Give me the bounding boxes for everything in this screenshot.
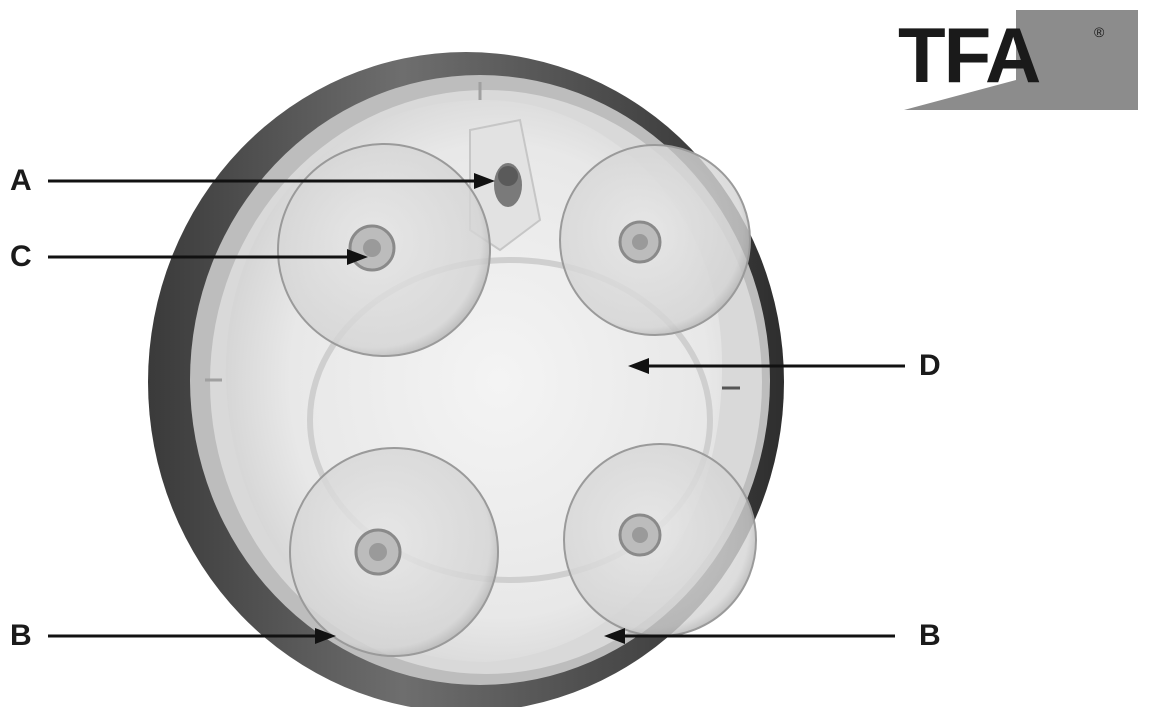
callout-label-C: C bbox=[10, 242, 32, 272]
callout-label-B-right: B bbox=[919, 621, 941, 651]
suction-cup-top-right bbox=[560, 145, 750, 335]
callout-label-B-left: B bbox=[10, 621, 32, 651]
suction-cup-bottom-right bbox=[564, 444, 756, 636]
suction-cup-bottom-left bbox=[290, 448, 498, 656]
keyhole-top bbox=[498, 166, 518, 186]
callout-label-A: A bbox=[10, 166, 32, 196]
callout-label-D: D bbox=[919, 351, 941, 381]
suction-cup-top-left bbox=[278, 144, 490, 356]
